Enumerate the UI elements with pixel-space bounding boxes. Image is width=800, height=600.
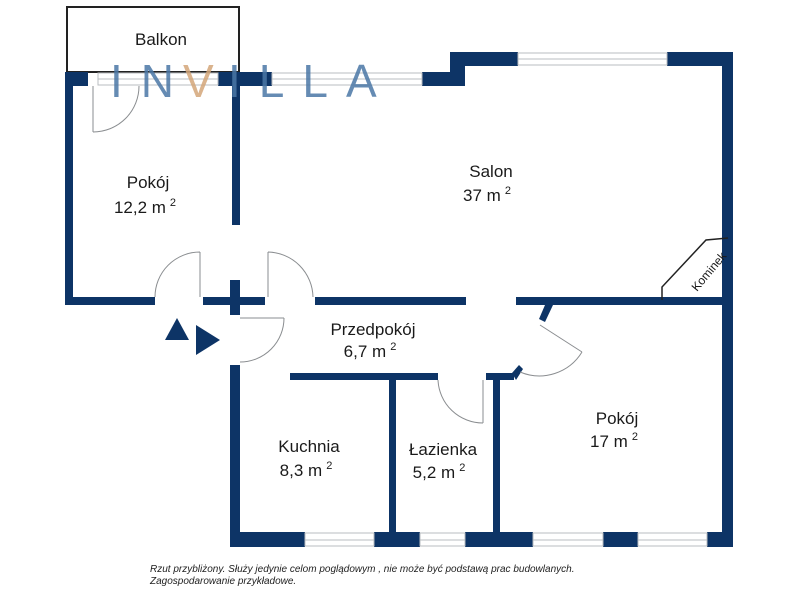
entrance-arrow-up-icon [165, 318, 189, 340]
balcony-outline [66, 6, 240, 73]
svg-text:ILLA: ILLA [228, 55, 395, 107]
disclaimer-line-2: Zagospodarowanie przykładowe. [150, 576, 297, 587]
entrance-arrow-right-icon [196, 325, 220, 355]
room-label-kuchnia: Kuchnia [278, 437, 340, 456]
fireplace-outline [661, 237, 729, 300]
room-label-balkon: Balkon [135, 30, 187, 49]
windows [97, 52, 708, 547]
room-label-pokoj-1: Pokój [127, 173, 170, 192]
walls [65, 52, 733, 547]
room-label-pokoj-2: Pokój [596, 409, 639, 428]
room-label-lazienka: Łazienka [409, 440, 478, 459]
disclaimer-line-1: Rzut przybliżony. Służy jedynie celom po… [150, 564, 575, 575]
doors [92, 85, 583, 424]
svg-text:IN: IN [110, 55, 192, 107]
svg-text:V: V [183, 55, 232, 107]
invilla-logo: IN V ILLA [110, 55, 395, 107]
room-label-przedpokoj: Przedpokój [330, 320, 415, 339]
room-label-salon: Salon [469, 162, 512, 181]
